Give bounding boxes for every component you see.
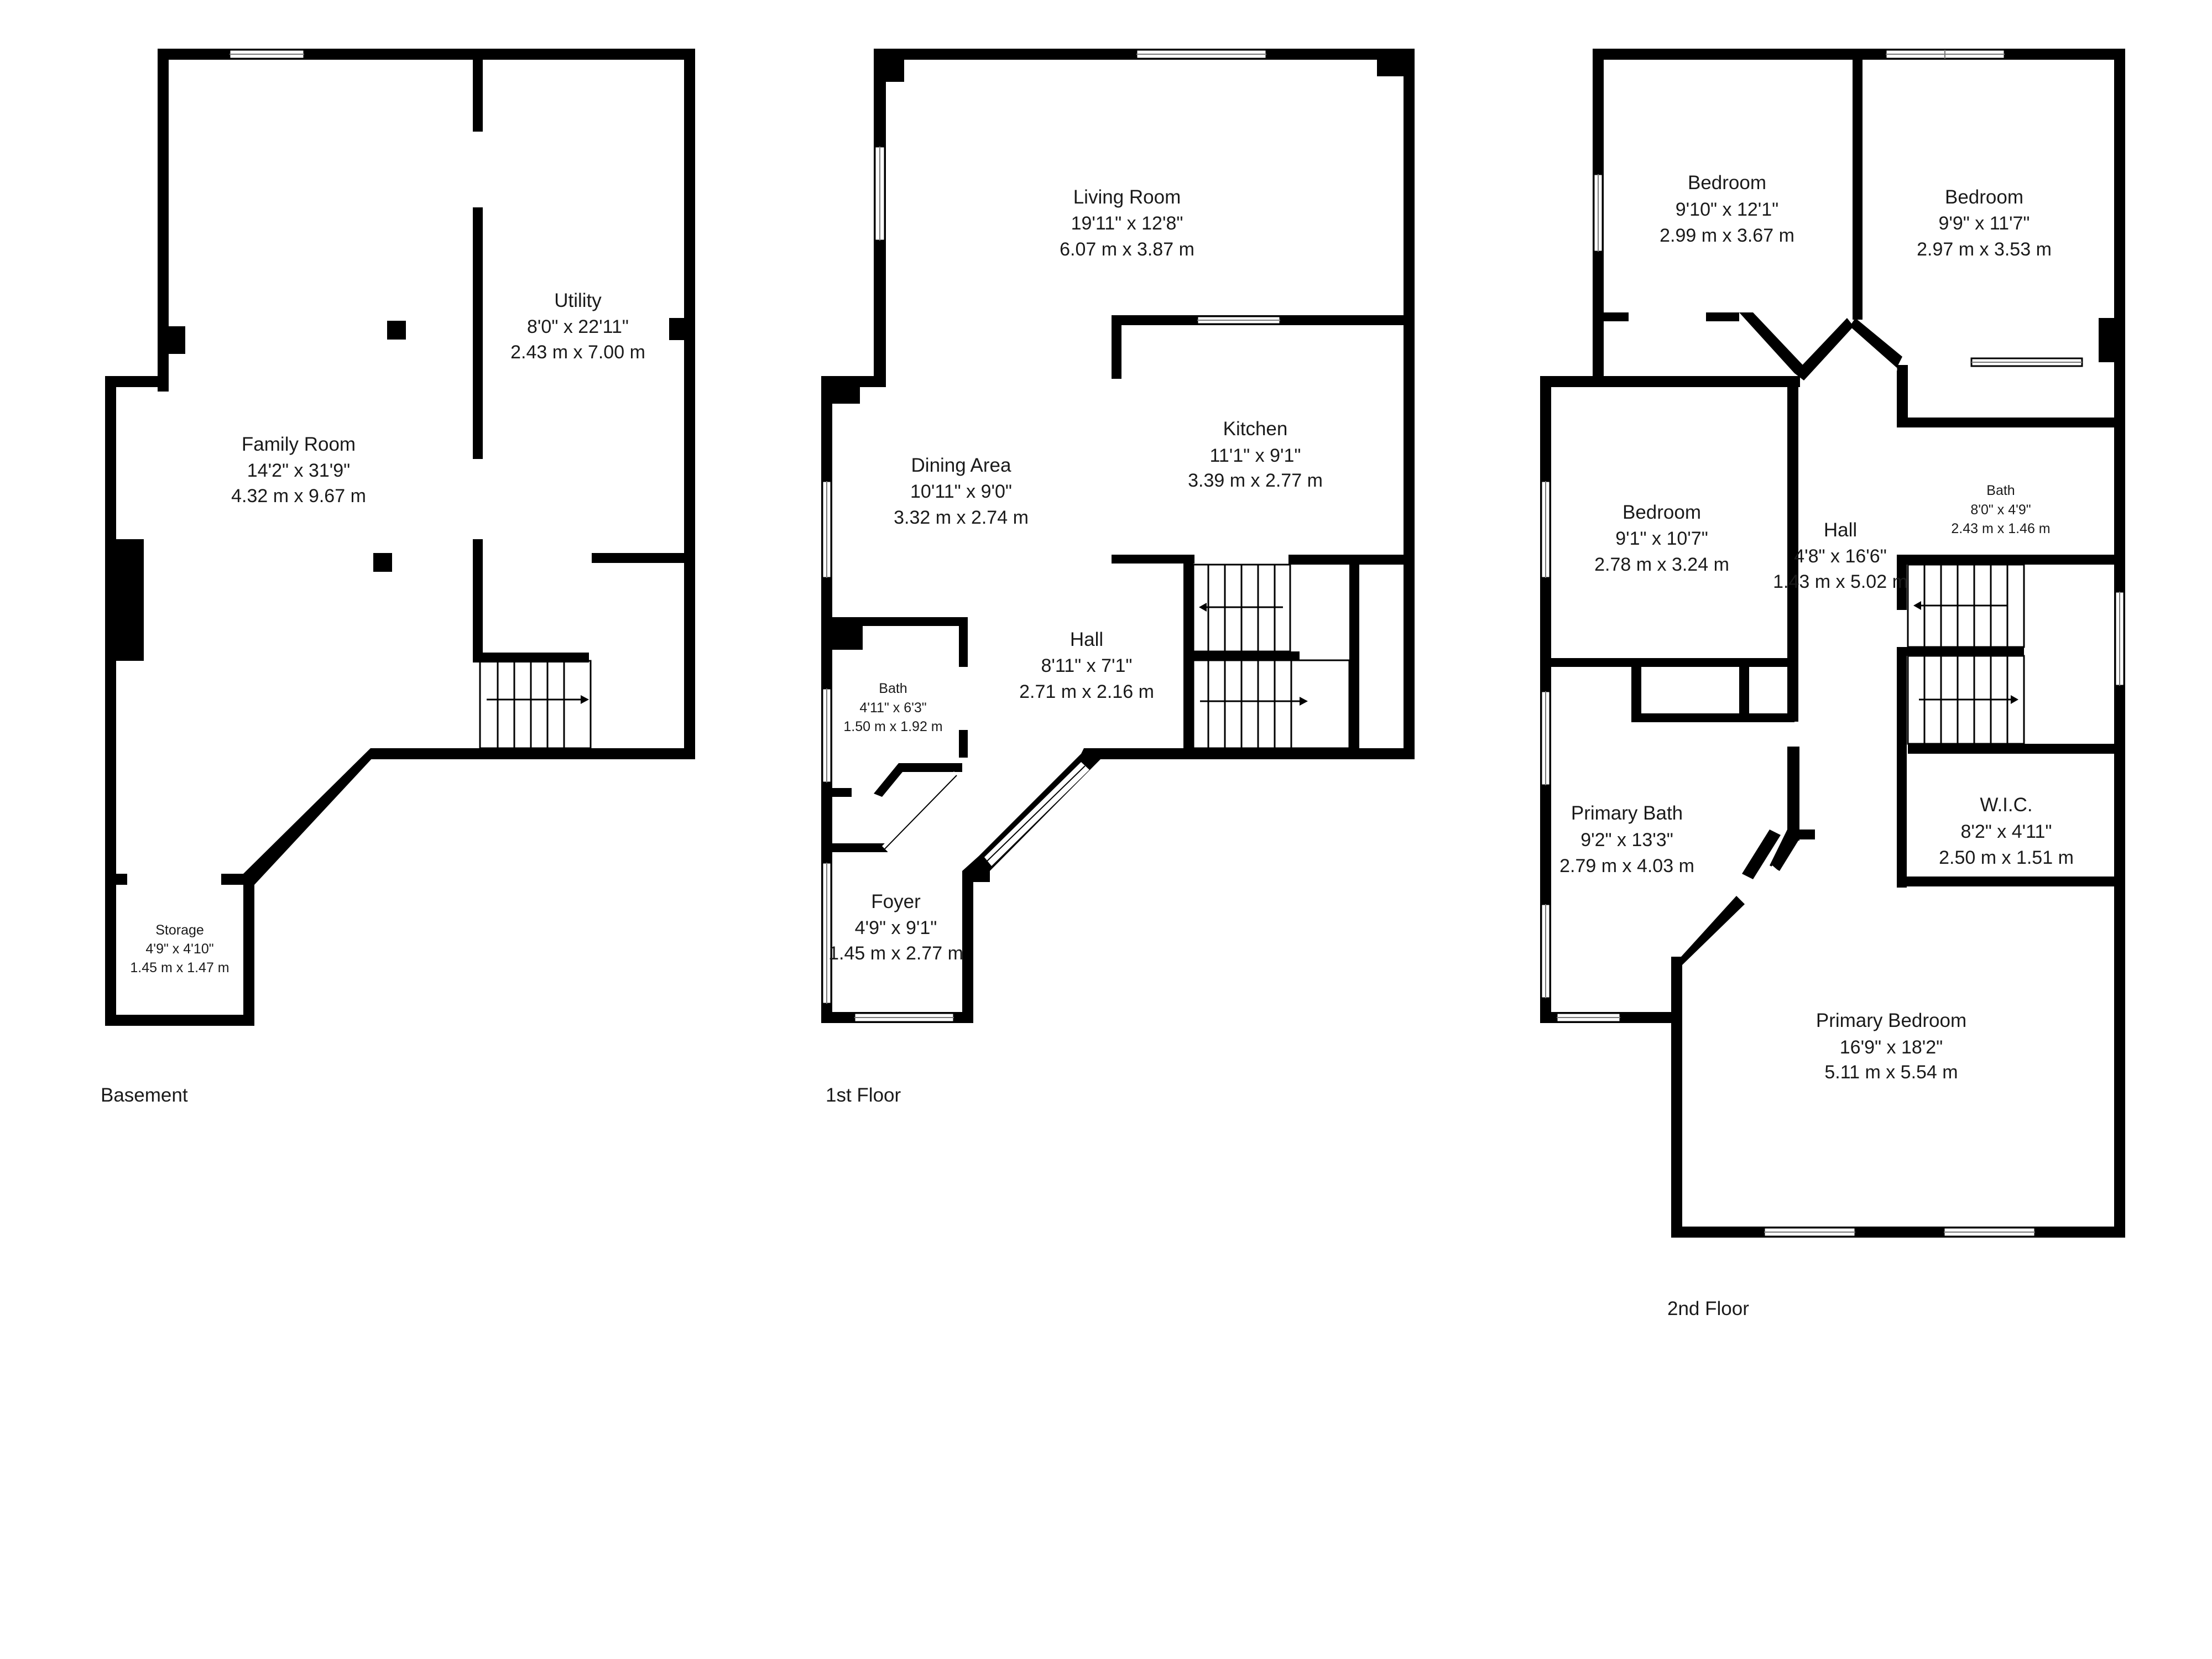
second-floor-plan: Bedroom 9'10" x 12'1" 2.99 m x 3.67 m Be… <box>1540 49 2125 1319</box>
foyer-name: Foyer <box>871 891 921 912</box>
living-room-imperial: 19'11" x 12'8" <box>1071 213 1183 234</box>
foyer-metric: 1.45 m x 2.77 m <box>828 943 963 964</box>
first-hall-metric: 2.71 m x 2.16 m <box>1019 681 1154 702</box>
bedroom-b-metric: 2.97 m x 3.53 m <box>1917 239 2052 260</box>
kitchen-imperial: 11'1" x 9'1" <box>1209 445 1301 466</box>
bedroom-c-name: Bedroom <box>1623 502 1701 523</box>
first-hall-imperial: 8'11" x 7'1" <box>1041 655 1132 676</box>
wic-name: W.I.C. <box>1980 794 2032 816</box>
bedroom-a-metric: 2.99 m x 3.67 m <box>1660 225 1794 246</box>
basement-plan: Family Room 14'2" x 31'9" 4.32 m x 9.67 … <box>101 49 695 1106</box>
bedroom-a-imperial: 9'10" x 12'1" <box>1676 199 1778 220</box>
second-bath-imperial: 8'0" x 4'9" <box>1970 502 2031 518</box>
bedroom-c-metric: 2.78 m x 3.24 m <box>1594 554 1729 575</box>
second-floor-label: 2nd Floor <box>1667 1298 1749 1319</box>
first-floor-labels: Living Room 19'11" x 12'8" 6.07 m x 3.87… <box>826 186 1323 1106</box>
storage-metric: 1.45 m x 1.47 m <box>130 960 229 975</box>
basement-labels: Family Room 14'2" x 31'9" 4.32 m x 9.67 … <box>101 290 645 1106</box>
second-floor-windows <box>1540 49 2125 1238</box>
second-bath-name: Bath <box>1986 483 2015 498</box>
first-bath-metric: 1.50 m x 1.92 m <box>843 719 942 734</box>
utility-metric: 2.43 m x 7.00 m <box>510 342 645 363</box>
storage-name: Storage <box>155 922 204 938</box>
basement-floor-label: Basement <box>101 1084 188 1106</box>
primary-bath-name: Primary Bath <box>1571 802 1683 824</box>
first-floor-plan: Living Room 19'11" x 12'8" 6.07 m x 3.87… <box>821 49 1415 1106</box>
utility-name: Utility <box>554 290 602 311</box>
kitchen-metric: 3.39 m x 2.77 m <box>1188 470 1323 491</box>
second-floor-labels: Bedroom 9'10" x 12'1" 2.99 m x 3.67 m Be… <box>1559 172 2074 1319</box>
primary-bath-metric: 2.79 m x 4.03 m <box>1559 855 1694 877</box>
basement-windows <box>228 49 305 60</box>
foyer-imperial: 4'9" x 9'1" <box>855 917 937 938</box>
second-floor-stairs <box>1907 564 2025 745</box>
primary-bedroom-imperial: 16'9" x 18'2" <box>1840 1037 1943 1058</box>
second-hall-name: Hall <box>1824 519 1857 541</box>
storage-imperial: 4'9" x 4'10" <box>145 941 213 957</box>
bedroom-c-imperial: 9'1" x 10'7" <box>1615 528 1708 549</box>
second-floor-walls <box>1540 49 2125 1238</box>
kitchen-name: Kitchen <box>1223 418 1288 440</box>
bedroom-b-name: Bedroom <box>1945 186 2023 208</box>
dining-area-imperial: 10'11" x 9'0" <box>910 481 1012 502</box>
first-floor-stairs <box>1192 564 1350 749</box>
living-room-metric: 6.07 m x 3.87 m <box>1060 239 1194 260</box>
first-bath-imperial: 4'11" x 6'3" <box>859 700 926 716</box>
first-bath-name: Bath <box>879 681 907 696</box>
living-room-name: Living Room <box>1073 186 1181 208</box>
bedroom-b-imperial: 9'9" x 11'7" <box>1938 213 2030 234</box>
basement-walls <box>105 49 695 1026</box>
primary-bedroom-name: Primary Bedroom <box>1816 1010 1966 1031</box>
family-room-metric: 4.32 m x 9.67 m <box>231 486 366 507</box>
second-bath-metric: 2.43 m x 1.46 m <box>1951 521 2050 536</box>
basement-stairs <box>479 660 592 749</box>
bedroom-a-name: Bedroom <box>1688 172 1766 194</box>
first-hall-name: Hall <box>1070 629 1103 650</box>
wic-imperial: 8'2" x 4'11" <box>1960 821 2052 842</box>
dining-area-metric: 3.32 m x 2.74 m <box>894 507 1029 528</box>
first-floor-windows <box>821 49 1281 1023</box>
wic-metric: 2.50 m x 1.51 m <box>1939 847 2074 868</box>
dining-area-name: Dining Area <box>911 455 1011 476</box>
family-room-name: Family Room <box>242 434 356 455</box>
second-hall-metric: 1.43 m x 5.02 m <box>1773 571 1908 592</box>
primary-bath-imperial: 9'2" x 13'3" <box>1580 830 1673 851</box>
first-floor-label: 1st Floor <box>826 1084 901 1106</box>
primary-bedroom-metric: 5.11 m x 5.54 m <box>1824 1062 1958 1083</box>
utility-imperial: 8'0" x 22'11" <box>527 316 629 337</box>
second-hall-imperial: 4'8" x 16'6" <box>1794 546 1887 567</box>
family-room-imperial: 14'2" x 31'9" <box>247 460 350 481</box>
